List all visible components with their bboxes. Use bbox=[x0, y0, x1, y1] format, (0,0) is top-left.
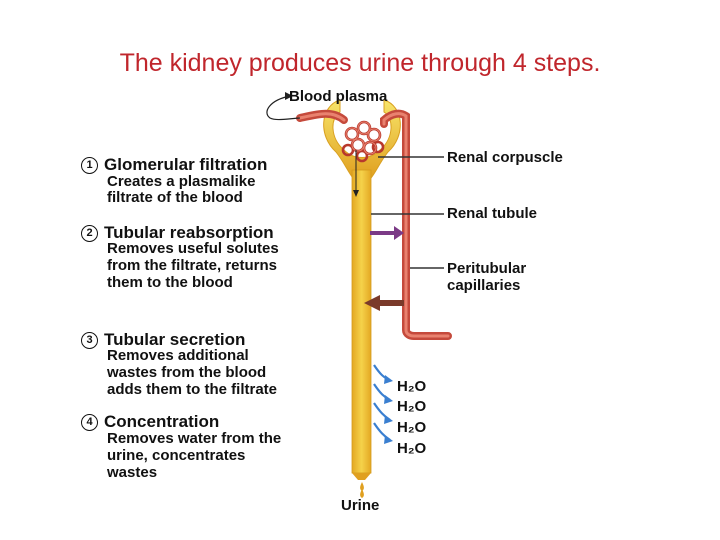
step-1-desc-line: filtrate of the blood bbox=[107, 189, 243, 206]
label-water: H₂O bbox=[397, 419, 427, 436]
secretion-arrow-icon bbox=[364, 295, 404, 311]
label-peritubular-2: capillaries bbox=[447, 277, 521, 294]
step-3-desc-line: wastes from the blood bbox=[107, 364, 267, 381]
water-arrow-icon bbox=[384, 375, 393, 384]
label-water: H₂O bbox=[397, 378, 427, 395]
step-number-badge: 1 bbox=[81, 157, 98, 174]
label-peritubular-1: Peritubular bbox=[447, 260, 527, 277]
step-number-badge: 2 bbox=[81, 225, 98, 242]
water-arrow-icon bbox=[384, 395, 393, 404]
step-1-desc-line: Creates a plasmalike bbox=[107, 173, 256, 190]
renal-tubule bbox=[351, 169, 372, 474]
label-urine: Urine bbox=[341, 497, 380, 514]
step-number-badge: 4 bbox=[81, 414, 98, 431]
step-3-desc-line: Removes additional bbox=[107, 347, 249, 364]
page-title: The kidney produces urine through 4 step… bbox=[119, 49, 601, 77]
water-arrow-icon bbox=[384, 435, 393, 444]
step-2-desc-line: Removes useful solutes bbox=[107, 240, 279, 257]
step-4-desc-line: Removes water from the bbox=[107, 430, 282, 447]
reabsorption-arrow-icon bbox=[370, 226, 404, 240]
water-arrow-icon bbox=[384, 415, 393, 424]
blood-plasma-pointer bbox=[266, 95, 301, 121]
tubule-end bbox=[352, 473, 371, 480]
step-4-desc-line: urine, concentrates bbox=[107, 447, 246, 464]
label-water: H₂O bbox=[397, 398, 427, 415]
urine-drop-icon bbox=[360, 489, 364, 498]
label-blood-plasma: Blood plasma bbox=[289, 88, 388, 105]
label-renal-corpuscle: Renal corpuscle bbox=[447, 149, 563, 166]
step-3-desc-line: adds them to the filtrate bbox=[107, 381, 278, 398]
step-2-desc-line: them to the blood bbox=[107, 274, 233, 291]
step-4-desc-line: wastes bbox=[107, 464, 158, 481]
step-2-desc-line: from the filtrate, returns bbox=[107, 257, 278, 274]
label-renal-tubule: Renal tubule bbox=[447, 205, 538, 222]
urine-drop-icon bbox=[360, 482, 364, 491]
bowmans-capsule bbox=[323, 99, 401, 179]
filtration-arrow-icon bbox=[353, 190, 359, 197]
label-water: H₂O bbox=[397, 440, 427, 457]
step-number-badge: 3 bbox=[81, 332, 98, 349]
